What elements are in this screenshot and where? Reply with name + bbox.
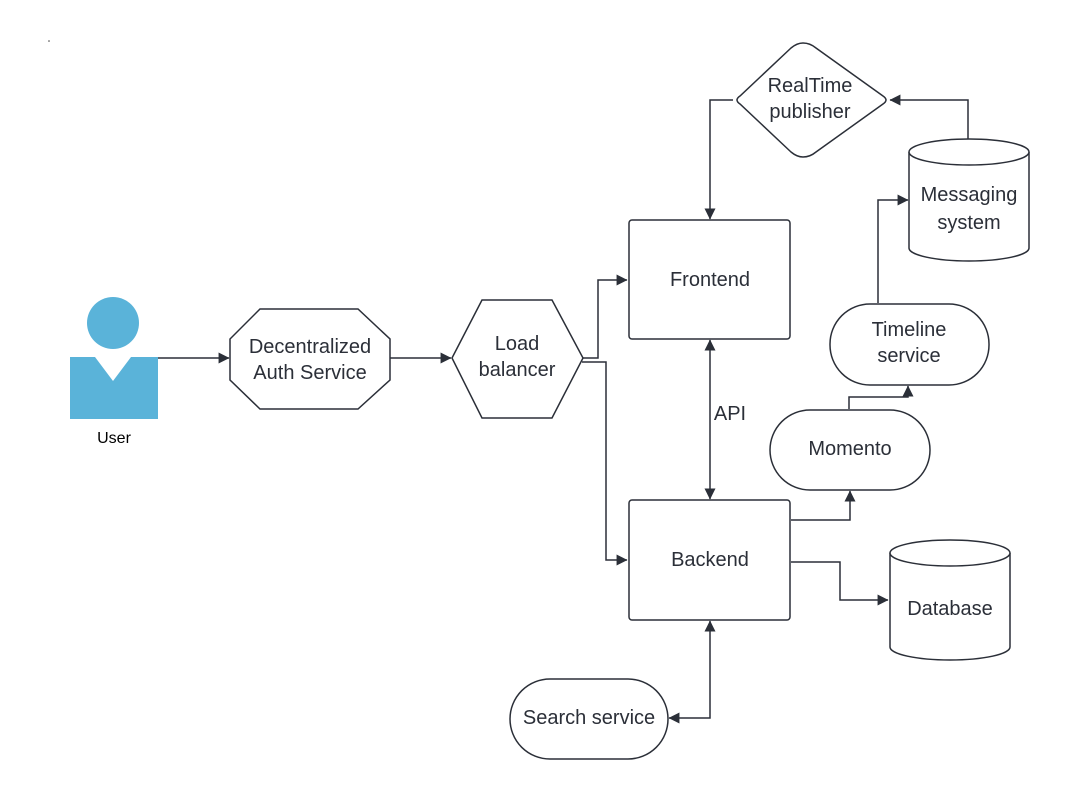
momento-label: Momento xyxy=(808,438,891,460)
node-search-service[interactable]: Search service xyxy=(509,678,669,760)
edge-backend-database xyxy=(791,561,889,606)
edge-search-backend xyxy=(668,620,716,724)
realtime-label-line1: RealTime xyxy=(768,75,853,97)
frontend-label: Frontend xyxy=(670,269,750,291)
edge-realtime-frontend xyxy=(704,99,733,220)
node-load-balancer[interactable]: Load balancer xyxy=(451,299,584,419)
auth-label-line1: Decentralized xyxy=(249,336,371,358)
messaging-label-line2: system xyxy=(937,212,1000,234)
edge-momento-timeline xyxy=(848,385,914,409)
search-label: Search service xyxy=(523,707,655,729)
edge-loadbalancer-frontend xyxy=(582,274,628,359)
loadbalancer-label-line2: balancer xyxy=(479,359,556,381)
edges xyxy=(158,94,969,724)
node-frontend[interactable]: Frontend xyxy=(628,219,791,340)
node-realtime-publisher[interactable]: RealTime publisher xyxy=(736,42,887,158)
realtime-label-line2: publisher xyxy=(769,101,851,123)
node-auth-service[interactable]: Decentralized Auth Service xyxy=(229,308,391,410)
edge-backend-momento xyxy=(791,490,856,521)
timeline-label-line2: service xyxy=(877,345,940,367)
person-icon xyxy=(70,297,158,419)
node-momento[interactable]: Momento xyxy=(769,409,931,491)
edge-loadbalancer-backend xyxy=(582,361,628,566)
edge-timeline-messaging xyxy=(877,194,909,303)
node-messaging-system[interactable]: Messaging system xyxy=(908,138,1030,262)
database-label: Database xyxy=(907,598,993,620)
node-database[interactable]: Database xyxy=(889,539,1011,661)
user-label: User xyxy=(97,430,131,447)
loadbalancer-label-line1: Load xyxy=(495,333,540,355)
edge-label-api: API xyxy=(714,403,746,425)
edge-messaging-realtime xyxy=(889,94,969,140)
auth-label-line2: Auth Service xyxy=(253,362,366,384)
node-user[interactable]: User xyxy=(70,297,158,447)
node-timeline-service[interactable]: Timeline service xyxy=(829,303,990,386)
stray-dot xyxy=(48,40,50,42)
timeline-label-line1: Timeline xyxy=(872,319,947,341)
messaging-label-line1: Messaging xyxy=(921,184,1018,206)
node-backend[interactable]: Backend xyxy=(628,499,791,621)
backend-label: Backend xyxy=(671,549,749,571)
